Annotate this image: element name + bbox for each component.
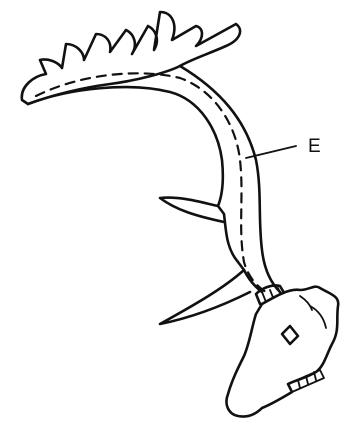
tooth-divider-1 (298, 380, 300, 388)
skull (226, 287, 338, 417)
antler-palm (22, 12, 240, 104)
burr-ring-1 (262, 292, 266, 302)
antler-tine-lower (160, 270, 250, 324)
antler-dashed-line (36, 73, 266, 292)
label-e: E (308, 136, 321, 157)
antler-tine-upper (160, 198, 224, 222)
antler-beam-outer (180, 66, 280, 292)
